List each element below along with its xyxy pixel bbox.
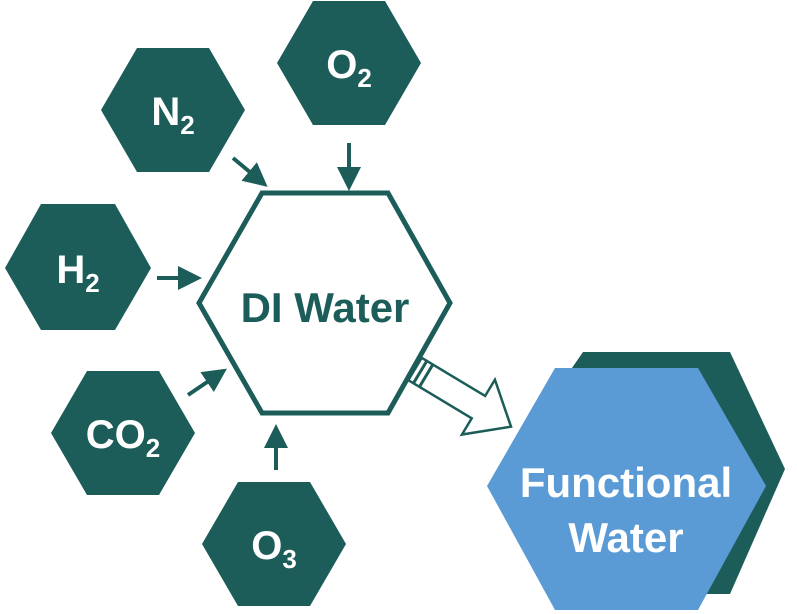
- arrow-n2-to-center: [231, 156, 268, 187]
- hexagon-shape: [487, 368, 766, 610]
- gas-base: CO: [86, 413, 146, 457]
- output-label-line2: Water: [568, 514, 683, 561]
- center-label: DI Water: [241, 284, 410, 331]
- gas-label-o3: O3: [251, 524, 297, 574]
- gas-hex-co2: CO2: [51, 371, 195, 495]
- gas-label-o2: O2: [326, 43, 372, 93]
- output-hex-functional-water: Functional Water: [487, 352, 785, 610]
- gas-label-n2: N2: [151, 90, 194, 140]
- gas-base: O: [251, 524, 282, 568]
- output-arrow-stripe: [412, 360, 429, 385]
- gas-subscript: 2: [146, 433, 160, 463]
- gas-hex-n2: N2: [101, 48, 245, 172]
- arrow-co2-to-center: [186, 368, 227, 397]
- output-arrow: [406, 356, 513, 437]
- gas-subscript: 2: [85, 268, 99, 298]
- output-label-line1: Functional: [520, 459, 732, 506]
- hexagon-shape: [51, 371, 195, 495]
- center-hex-di-water: DI Water: [196, 190, 453, 416]
- gas-subscript: 2: [357, 63, 371, 93]
- gas-base: N: [151, 90, 180, 134]
- gas-hex-o2: O2: [277, 1, 421, 125]
- gas-base: H: [56, 248, 85, 292]
- gas-hex-o3: O3: [202, 482, 346, 606]
- hexagon-shape: [196, 190, 453, 416]
- hexagon-shape: [5, 204, 151, 330]
- hexagon-shape: [202, 482, 346, 606]
- gas-subscript: 3: [282, 544, 296, 574]
- output-arrow-stripe: [418, 363, 435, 388]
- gas-label-co2: CO2: [86, 413, 160, 463]
- gas-subscript: 2: [180, 110, 194, 140]
- hexagon-shape: [277, 1, 421, 125]
- gas-hex-h2: H2: [5, 204, 151, 330]
- hexagon-shape: [101, 48, 245, 172]
- gas-label-h2: H2: [56, 248, 99, 298]
- gas-base: O: [326, 43, 357, 87]
